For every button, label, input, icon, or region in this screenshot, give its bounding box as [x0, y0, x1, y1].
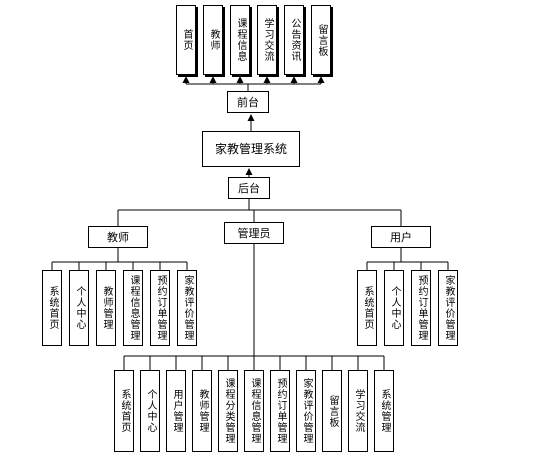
teacher-module-orders: 预约订单管理 — [150, 270, 170, 346]
teacher-module-course-info: 课程信息管理 — [123, 270, 143, 346]
frontend-page-message-board: 留言板 — [311, 5, 331, 75]
admin-module-reviews: 家教评价管理 — [296, 370, 316, 452]
user-module-profile: 个人中心 — [384, 270, 404, 346]
frontend-page-study-exchange: 学习交流 — [257, 5, 277, 75]
frontend-page-home: 首页 — [176, 5, 196, 75]
user-module-dashboard: 系统首页 — [357, 270, 377, 346]
frontend-page-teacher: 教师 — [203, 5, 223, 75]
teacher-module-reviews: 家教评价管理 — [177, 270, 197, 346]
role-teacher-box: 教师 — [88, 226, 148, 248]
user-module-orders: 预约订单管理 — [411, 270, 431, 346]
role-user-box: 用户 — [371, 226, 431, 248]
frontend-page-announcements: 公告资讯 — [284, 5, 304, 75]
admin-module-system-management: 系统管理 — [374, 370, 394, 452]
admin-module-user-management: 用户管理 — [166, 370, 186, 452]
teacher-module-dashboard: 系统首页 — [42, 270, 62, 346]
frontend-box: 前台 — [227, 91, 269, 113]
admin-module-course-info: 课程信息管理 — [244, 370, 264, 452]
admin-module-profile: 个人中心 — [140, 370, 160, 452]
backend-box: 后台 — [228, 177, 270, 199]
admin-module-orders: 预约订单管理 — [270, 370, 290, 452]
teacher-module-teacher-management: 教师管理 — [96, 270, 116, 346]
admin-module-study-exchange: 学习交流 — [348, 370, 368, 452]
system-title-box: 家教管理系统 — [202, 131, 300, 167]
user-module-reviews: 家教评价管理 — [438, 270, 458, 346]
admin-module-course-category: 课程分类管理 — [218, 370, 238, 452]
admin-module-message-board: 留言板 — [322, 370, 342, 452]
teacher-module-profile: 个人中心 — [69, 270, 89, 346]
admin-module-dashboard: 系统首页 — [114, 370, 134, 452]
frontend-page-course-info: 课程信息 — [230, 5, 250, 75]
role-admin-box: 管理员 — [224, 222, 284, 244]
admin-module-teacher-management: 教师管理 — [192, 370, 212, 452]
